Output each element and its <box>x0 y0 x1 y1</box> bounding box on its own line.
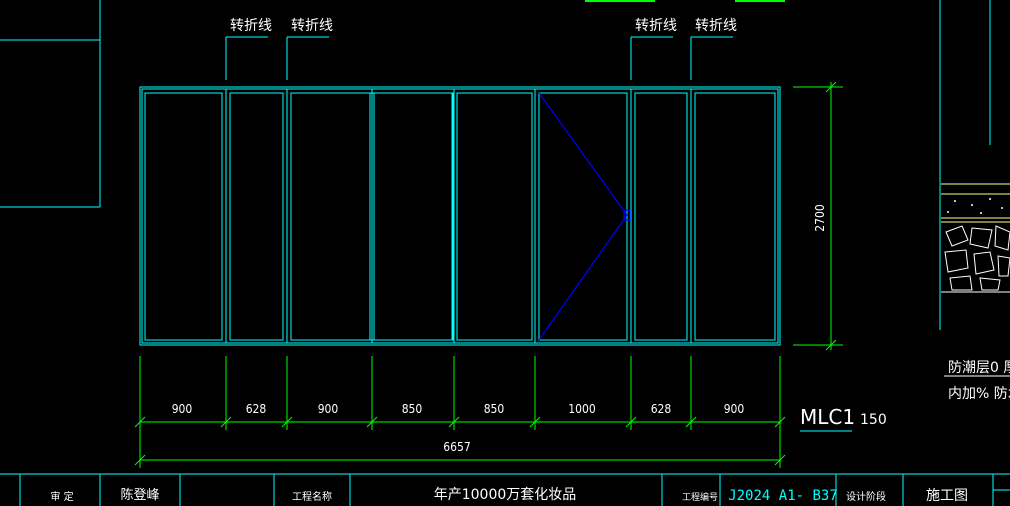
break-line-label-4: 转折线 <box>695 18 737 34</box>
design-stage: 施工图 <box>926 488 968 504</box>
panel-dimensions: 900 628 900 850 850 1000 628 900 <box>134 356 786 430</box>
break-line-marker-3: 转折线 <box>630 18 677 80</box>
height-dimension: 2700 <box>793 81 843 351</box>
window-inner-frame <box>141 88 779 344</box>
side-note-1: 防潮层0 厚 <box>948 360 1010 376</box>
title-block: 审 定 陈登峰 工程名称 年产10000万套化妆品 工程编号 J2024 A1-… <box>0 473 1010 506</box>
break-lines: 转折线 转折线 转折线 转折线 <box>225 18 737 80</box>
glass-pane-2 <box>229 92 284 341</box>
glass-pane-6 <box>634 92 688 341</box>
window-code: MLC1 <box>800 405 855 429</box>
project-name-label: 工程名称 <box>292 490 332 503</box>
break-line-marker-4: 转折线 <box>690 18 737 80</box>
panel-width-8: 900 <box>724 402 745 416</box>
panel-width-2: 628 <box>246 402 267 416</box>
glass-pane-1 <box>144 92 223 341</box>
panel-width-7: 628 <box>651 402 672 416</box>
project-no: J2024 A1- B37 <box>728 488 838 504</box>
right-wall-section <box>939 0 1010 330</box>
project-name: 年产10000万套化妆品 <box>434 487 577 503</box>
panel-width-3: 900 <box>318 402 339 416</box>
project-no-label: 工程编号 <box>682 491 718 503</box>
glass-pane-7 <box>694 92 776 341</box>
reviewer-label: 审 定 <box>50 490 73 503</box>
total-width-value: 6657 <box>443 440 470 454</box>
break-line-marker-2: 转折线 <box>286 18 333 80</box>
break-line-label-3: 转折线 <box>635 18 677 34</box>
break-line-marker-1: 转折线 <box>225 18 272 80</box>
window-note: 150 <box>860 412 887 428</box>
window-tag: MLC1 150 <box>800 405 887 432</box>
panel-width-6: 1000 <box>568 402 596 416</box>
glass-pane-3 <box>290 92 454 341</box>
total-dimension: 6657 <box>134 430 786 468</box>
break-line-label-1: 转折线 <box>230 18 272 34</box>
panel-width-5: 850 <box>484 402 505 416</box>
panel-width-1: 900 <box>172 402 193 416</box>
height-dimension-value: 2700 <box>813 204 827 232</box>
glass-pane-4 <box>456 92 533 341</box>
panel-width-4: 850 <box>402 402 423 416</box>
window-outer-frame <box>139 86 781 346</box>
reviewer-name: 陈登峰 <box>120 487 159 503</box>
opening-sash-indicator <box>538 92 631 341</box>
window-elevation <box>139 86 781 346</box>
side-note-2: 内加% 防水 <box>948 386 1010 402</box>
break-line-label-2: 转折线 <box>291 18 333 34</box>
design-stage-label: 设计阶段 <box>846 490 886 503</box>
left-detail-frame <box>0 0 101 208</box>
glass-pane-5 <box>538 92 628 341</box>
side-notes: 防潮层0 厚 内加% 防水 <box>944 360 1010 402</box>
